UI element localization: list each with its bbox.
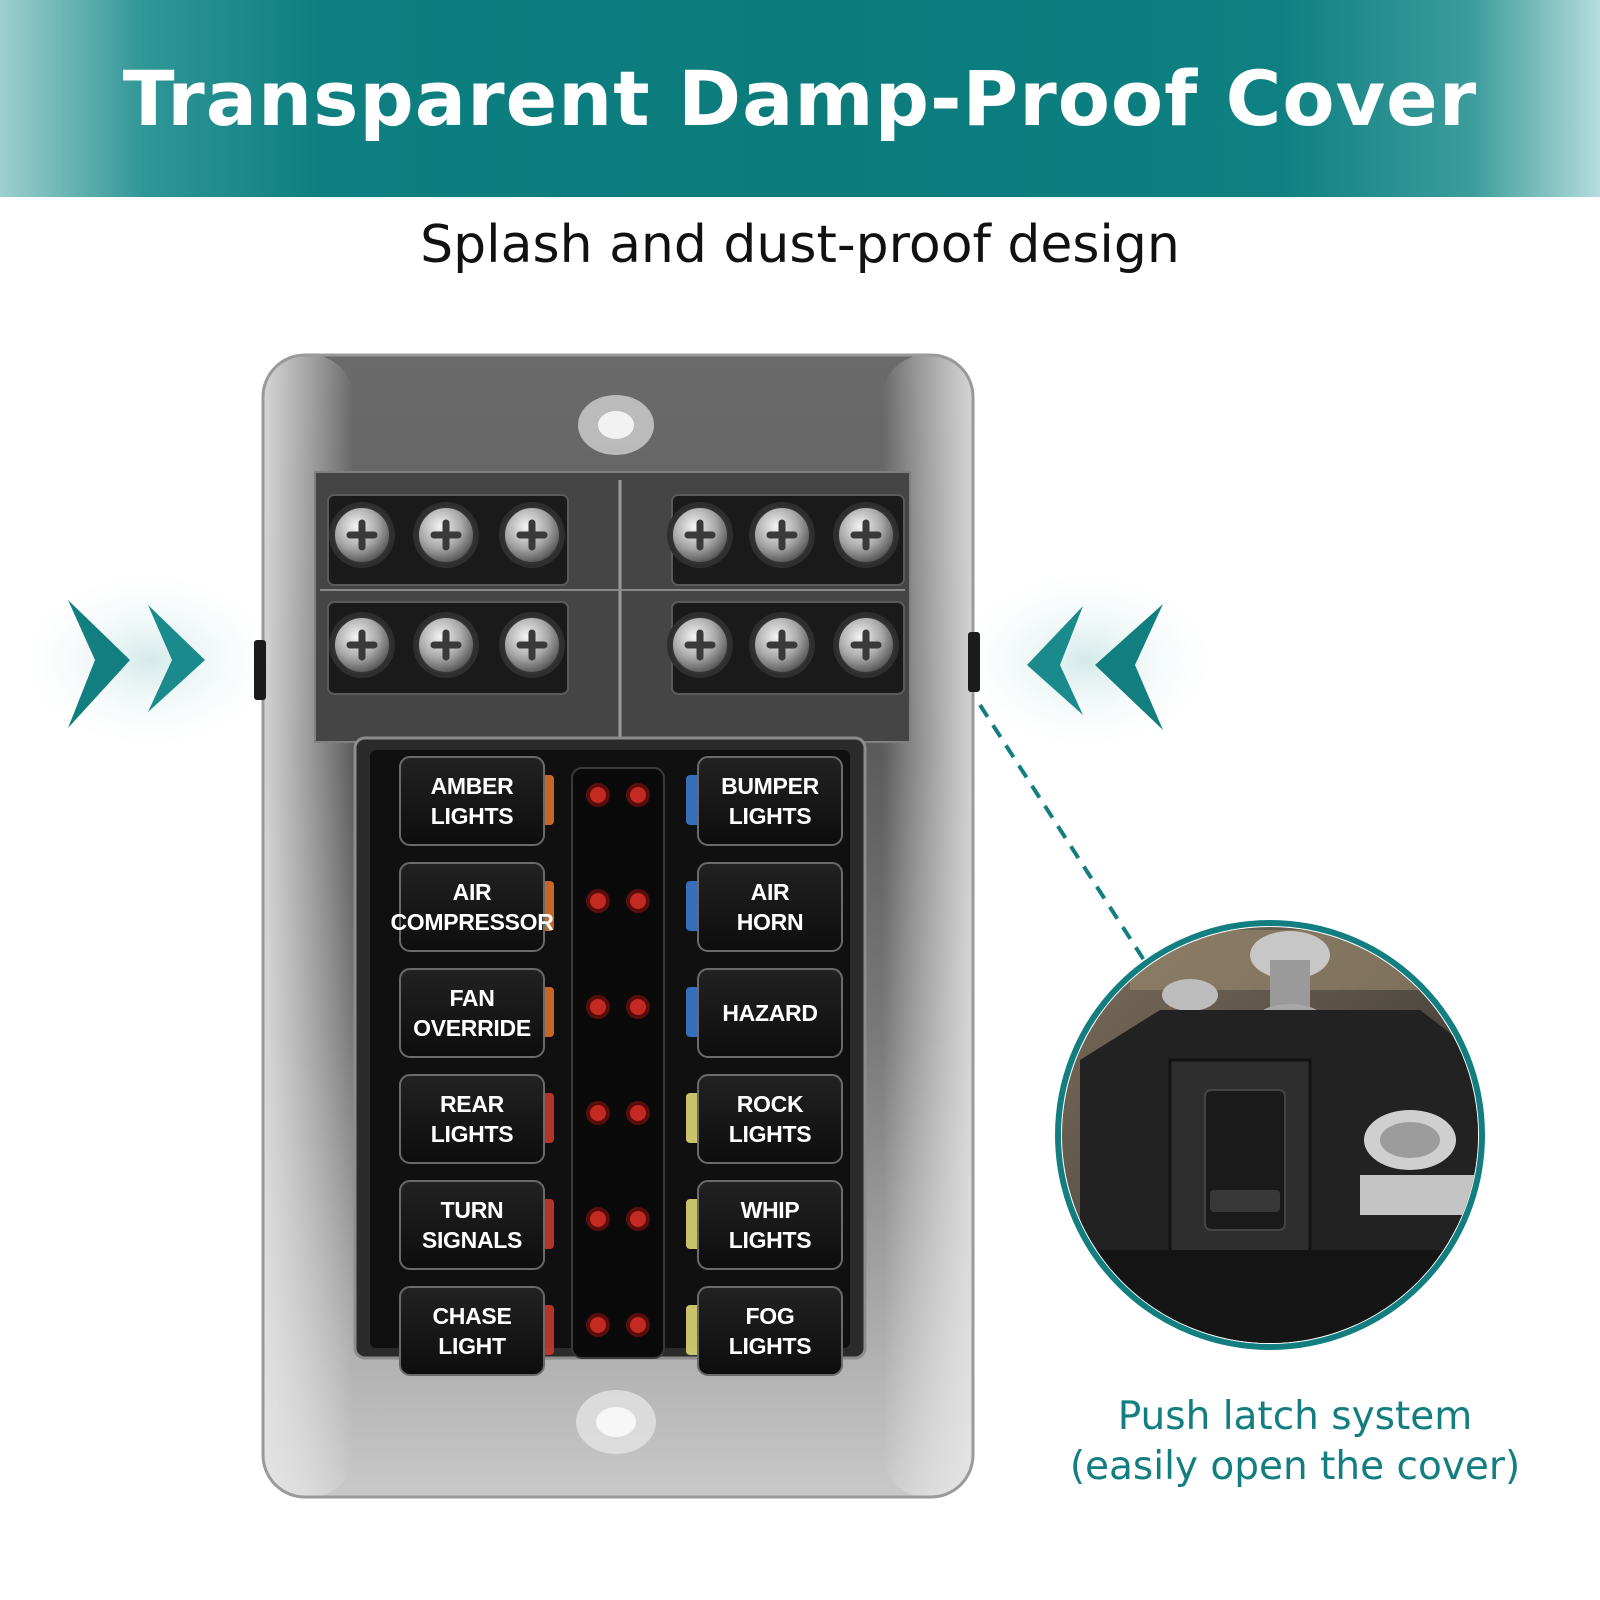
indicator-led bbox=[626, 783, 650, 807]
indicator-led bbox=[626, 1207, 650, 1231]
indicator-led bbox=[626, 1101, 650, 1125]
indicator-led bbox=[586, 1313, 610, 1337]
terminal-screw bbox=[749, 612, 815, 678]
indicator-led bbox=[586, 1207, 610, 1231]
fuse-body bbox=[697, 1286, 843, 1376]
fuse-label: AMBER LIGHTS bbox=[430, 773, 514, 829]
fuse-left-3[interactable] bbox=[399, 968, 554, 1058]
terminal-screw bbox=[329, 612, 395, 678]
chevron-right-arrows-icon bbox=[68, 600, 205, 728]
terminal-screw bbox=[833, 612, 899, 678]
fuse-body bbox=[399, 1074, 545, 1164]
fuse-label: BUMPER LIGHTS bbox=[721, 773, 819, 829]
chevron-left-arrows-icon bbox=[1027, 604, 1163, 730]
terminal-screw bbox=[413, 612, 479, 678]
fuse-body bbox=[697, 1180, 843, 1270]
fuse-left-2[interactable] bbox=[399, 862, 554, 952]
fuse-right-6[interactable] bbox=[686, 1286, 843, 1376]
fuse-body bbox=[399, 1286, 545, 1376]
indicator-led bbox=[626, 889, 650, 913]
fuse-body bbox=[399, 756, 545, 846]
fuse-body bbox=[697, 1074, 843, 1164]
push-latch-caption-line2: (easily open the cover) bbox=[1069, 1444, 1521, 1489]
indicator-led bbox=[626, 995, 650, 1019]
fuse-right-5[interactable] bbox=[686, 1180, 843, 1270]
banner-title: Transparent Damp-Proof Cover bbox=[122, 54, 1478, 143]
fuse-box bbox=[254, 353, 980, 1499]
terminal-screw bbox=[499, 502, 565, 568]
fuse-body bbox=[399, 862, 545, 952]
terminal-screw bbox=[667, 502, 733, 568]
arrow-glow-right bbox=[945, 565, 1225, 755]
fuse-left-1[interactable] bbox=[399, 756, 554, 846]
indicator-led bbox=[586, 783, 610, 807]
fuse-label: CHASE LIGHT bbox=[432, 1303, 512, 1359]
indicator-led bbox=[626, 1313, 650, 1337]
indicator-led bbox=[586, 995, 610, 1019]
fuse-label: AIR HORN bbox=[736, 879, 804, 935]
terminal-screw bbox=[749, 502, 815, 568]
fuse-right-1[interactable] bbox=[686, 756, 843, 846]
callout-connector bbox=[978, 703, 1162, 987]
fuse-label: ROCK LIGHTS bbox=[728, 1091, 812, 1147]
terminal-screw bbox=[329, 502, 395, 568]
terminal-screw bbox=[833, 502, 899, 568]
fuse-left-4[interactable] bbox=[399, 1074, 554, 1164]
terminal-screw bbox=[667, 612, 733, 678]
push-latch-caption: Push latch system (easily open the cover… bbox=[1010, 1392, 1580, 1492]
arrow-glow-left bbox=[10, 565, 290, 755]
push-latch-caption-line1: Push latch system bbox=[1117, 1394, 1473, 1439]
fuse-body bbox=[697, 968, 843, 1058]
fuse-right-3[interactable] bbox=[686, 968, 843, 1058]
fuse-label: HAZARD bbox=[722, 1000, 818, 1026]
terminal-screw bbox=[413, 502, 479, 568]
fuse-label: TURN SIGNALS bbox=[421, 1197, 523, 1253]
fuse-body bbox=[697, 756, 843, 846]
fuse-label: FAN OVERRIDE bbox=[413, 985, 531, 1041]
terminal-screw bbox=[499, 612, 565, 678]
push-latch-inset bbox=[1055, 920, 1485, 1350]
subtitle: Splash and dust-proof design bbox=[420, 215, 1180, 275]
fuse-body bbox=[697, 862, 843, 952]
indicator-led bbox=[586, 1101, 610, 1125]
fuse-left-5[interactable] bbox=[399, 1180, 554, 1270]
fuse-left-6[interactable] bbox=[399, 1286, 554, 1376]
fuse-label: AIR COMPRESSOR bbox=[390, 879, 554, 935]
indicator-led bbox=[586, 889, 610, 913]
title-banner: Transparent Damp-Proof Cover bbox=[0, 0, 1600, 197]
fuse-body bbox=[399, 968, 545, 1058]
fuse-label: REAR LIGHTS bbox=[430, 1091, 514, 1147]
fuse-body bbox=[399, 1180, 545, 1270]
fuse-right-2[interactable] bbox=[686, 862, 843, 952]
fuse-right-4[interactable] bbox=[686, 1074, 843, 1164]
fuse-label: WHIP LIGHTS bbox=[728, 1197, 812, 1253]
fuse-label: FOG LIGHTS bbox=[728, 1303, 812, 1359]
